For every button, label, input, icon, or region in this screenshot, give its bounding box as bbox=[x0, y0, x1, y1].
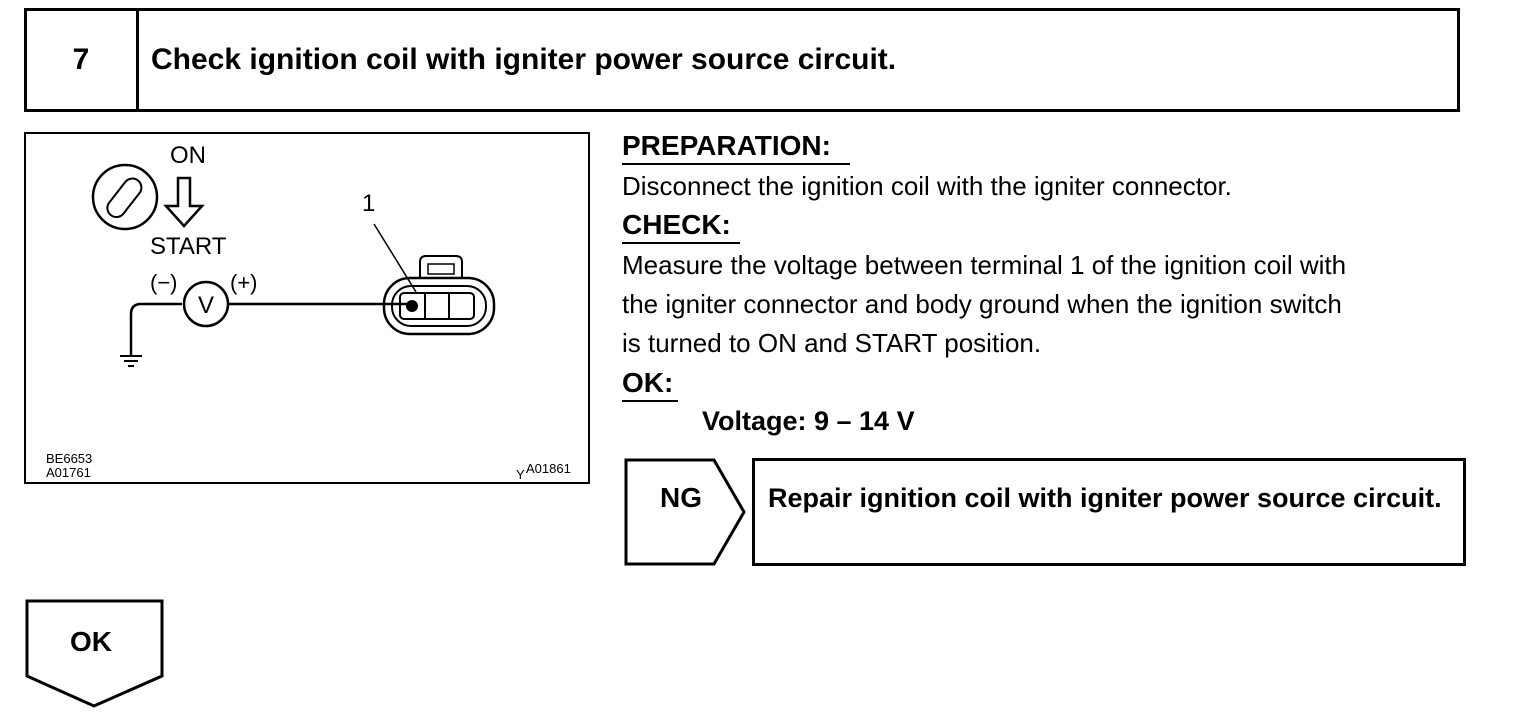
check-heading: CHECK: bbox=[622, 209, 731, 240]
switch-start-label: START bbox=[150, 233, 227, 260]
down-arrow-icon bbox=[163, 176, 205, 228]
ok-rule bbox=[622, 400, 678, 402]
voltmeter-icon: V bbox=[182, 280, 230, 328]
switch-on-label: ON bbox=[170, 142, 206, 169]
ok-heading: OK: bbox=[622, 367, 674, 398]
preparation-heading: PREPARATION: bbox=[622, 130, 831, 161]
step-number: 7 bbox=[72, 43, 90, 76]
wiring-diagram: V bbox=[91, 163, 496, 367]
ng-label: NG bbox=[660, 482, 702, 513]
figure-code-2: A01761 bbox=[46, 465, 91, 480]
ng-action-box bbox=[752, 458, 1466, 566]
step-divider bbox=[136, 8, 139, 112]
ng-arrow-icon bbox=[624, 458, 746, 566]
minus-label: (−) bbox=[150, 270, 178, 295]
check-line-2: the igniter connector and body ground wh… bbox=[622, 289, 1342, 319]
figure-code-right: A01861 bbox=[526, 461, 571, 476]
check-line-1: Measure the voltage between terminal 1 o… bbox=[622, 250, 1347, 280]
ok-arrow-icon bbox=[25, 599, 164, 708]
ok-flow-label: OK bbox=[70, 626, 112, 657]
terminal-label: 1 bbox=[362, 190, 376, 217]
check-line-3: is turned to ON and START position. bbox=[622, 328, 1042, 358]
wiring-figure: V ON START 1 (−) (+) BE6653 A01761 Y A01… bbox=[24, 132, 590, 484]
preparation-rule bbox=[622, 163, 850, 165]
connector-icon bbox=[382, 255, 496, 336]
voltmeter-symbol: V bbox=[198, 292, 214, 319]
voltage-spec: Voltage: 9 – 14 V bbox=[702, 406, 915, 436]
ignition-key-icon bbox=[91, 163, 159, 231]
preparation-text: Disconnect the ignition coil with the ig… bbox=[622, 171, 1232, 201]
step-header bbox=[24, 8, 1460, 112]
terminal-leader bbox=[373, 223, 417, 293]
check-rule bbox=[622, 242, 740, 244]
ground-icon bbox=[120, 302, 182, 367]
ng-action-text: Repair ignition coil with igniter power … bbox=[768, 483, 1442, 513]
step-title: Check ignition coil with igniter power s… bbox=[151, 43, 897, 76]
figure-code-prefix: Y bbox=[516, 467, 525, 482]
plus-label: (+) bbox=[230, 270, 258, 295]
figure-code-1: BE6653 bbox=[46, 451, 93, 466]
